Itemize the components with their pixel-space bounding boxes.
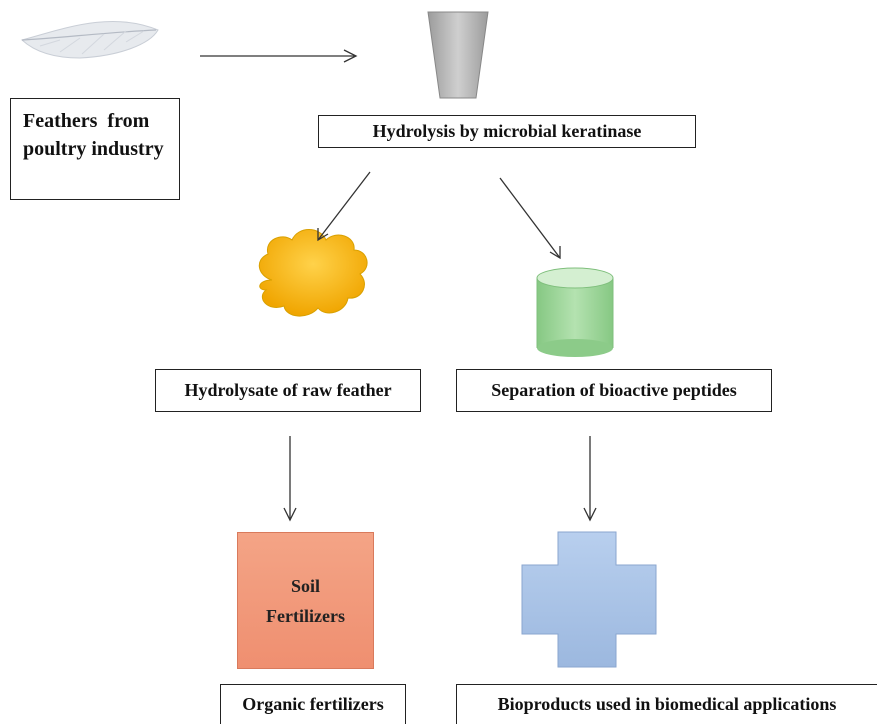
cloud-icon	[258, 229, 368, 317]
arrow-hydrolysate-to-soil	[283, 436, 297, 522]
arrow-separation-to-cross	[583, 436, 597, 522]
arrow-feathers-to-funnel	[200, 49, 358, 63]
separation-box: Separation of bioactive peptides	[456, 369, 772, 412]
feathers-label-line2: poultry industry	[23, 138, 164, 160]
soil-label-line1: Soil	[290, 575, 320, 596]
cross-icon	[521, 531, 657, 668]
hydrolysis-box: Hydrolysis by microbial keratinase	[318, 115, 696, 148]
cylinder-icon	[536, 267, 614, 357]
arrow-hydrolysis-to-cylinder	[499, 177, 561, 260]
bioproducts-box: Bioproducts used in biomedical applicati…	[456, 684, 877, 724]
feathers-source-box: Feathers from poultry industry	[10, 98, 180, 200]
hydrolysis-label: Hydrolysis by microbial keratinase	[372, 121, 642, 141]
arrow-hydrolysis-to-cloud	[317, 171, 371, 242]
soil-fertilizers-square: Soil Fertilizers	[237, 532, 374, 669]
feather-icon	[20, 20, 159, 59]
separation-label: Separation of bioactive peptides	[491, 380, 737, 400]
hydrolysate-label: Hydrolysate of raw feather	[184, 380, 392, 400]
feathers-label-line1: Feathers from	[23, 110, 150, 132]
funnel-icon	[427, 11, 489, 99]
soil-label-line2: Fertilizers	[266, 605, 345, 626]
organic-label: Organic fertilizers	[242, 694, 384, 714]
bioproducts-label: Bioproducts used in biomedical applicati…	[497, 694, 837, 714]
organic-fertilizers-box: Organic fertilizers	[220, 684, 406, 724]
hydrolysate-box: Hydrolysate of raw feather	[155, 369, 421, 412]
